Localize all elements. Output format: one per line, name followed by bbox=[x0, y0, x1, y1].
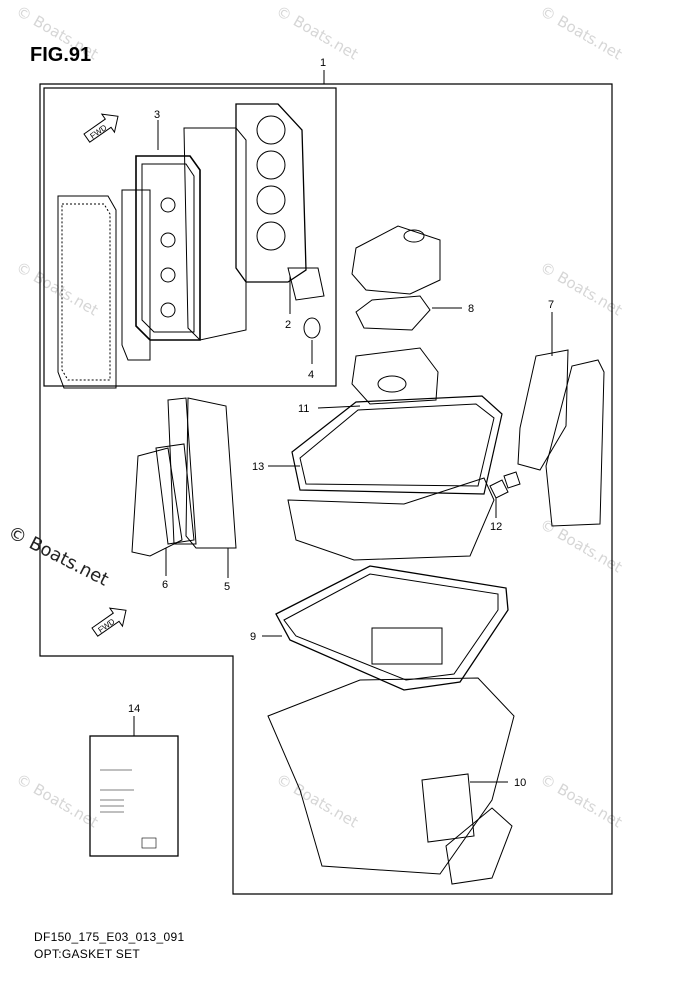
callout-14: 14 bbox=[128, 703, 140, 715]
side-cover-gasket bbox=[517, 349, 569, 471]
callout-3: 3 bbox=[154, 109, 160, 121]
figure-title: FIG.91 bbox=[30, 44, 92, 66]
cylinder-head-gasket bbox=[235, 103, 307, 283]
callout-2: 2 bbox=[285, 319, 291, 331]
front-gasket-5 bbox=[185, 397, 237, 549]
adapter-gasket bbox=[275, 565, 509, 691]
fwd-arrow-icon: FWD bbox=[83, 113, 119, 143]
cylinder-head-group-frame bbox=[43, 87, 337, 387]
callout-1: 1 bbox=[320, 57, 326, 69]
assembly-frame bbox=[39, 83, 613, 895]
lower-case-body bbox=[287, 477, 495, 561]
thermostat-housing bbox=[351, 225, 441, 295]
callout-9: 9 bbox=[250, 631, 256, 643]
callout-11: 11 bbox=[298, 403, 309, 415]
instruction-sheet bbox=[89, 735, 179, 857]
callout-10: 10 bbox=[514, 777, 526, 789]
exhaust-cover-gasket bbox=[351, 347, 439, 405]
valve-cover-gasket bbox=[135, 155, 201, 341]
fwd-arrow-icon: FWD bbox=[91, 607, 127, 637]
callout-4: 4 bbox=[308, 369, 314, 381]
head-side-gasket-outer bbox=[57, 195, 117, 389]
front-gasket-6 bbox=[131, 447, 183, 557]
callout-12: 12 bbox=[490, 521, 502, 533]
drawing-code: DF150_175_E03_013_091 bbox=[34, 930, 185, 944]
housing-cover-gasket bbox=[421, 773, 475, 843]
thermostat-gasket bbox=[355, 295, 431, 331]
figure-caption: OPT:GASKET SET bbox=[34, 947, 141, 961]
callout-7: 7 bbox=[548, 299, 554, 311]
callout-8: 8 bbox=[468, 303, 474, 315]
callout-5: 5 bbox=[224, 581, 230, 593]
case-gasket bbox=[291, 395, 503, 495]
callout-13: 13 bbox=[252, 461, 264, 473]
drive-shaft-housing bbox=[267, 677, 515, 875]
small-seal-12 bbox=[489, 479, 509, 499]
head-side-gasket-inner bbox=[121, 189, 151, 361]
o-ring bbox=[303, 317, 321, 339]
callout-6: 6 bbox=[162, 579, 168, 591]
